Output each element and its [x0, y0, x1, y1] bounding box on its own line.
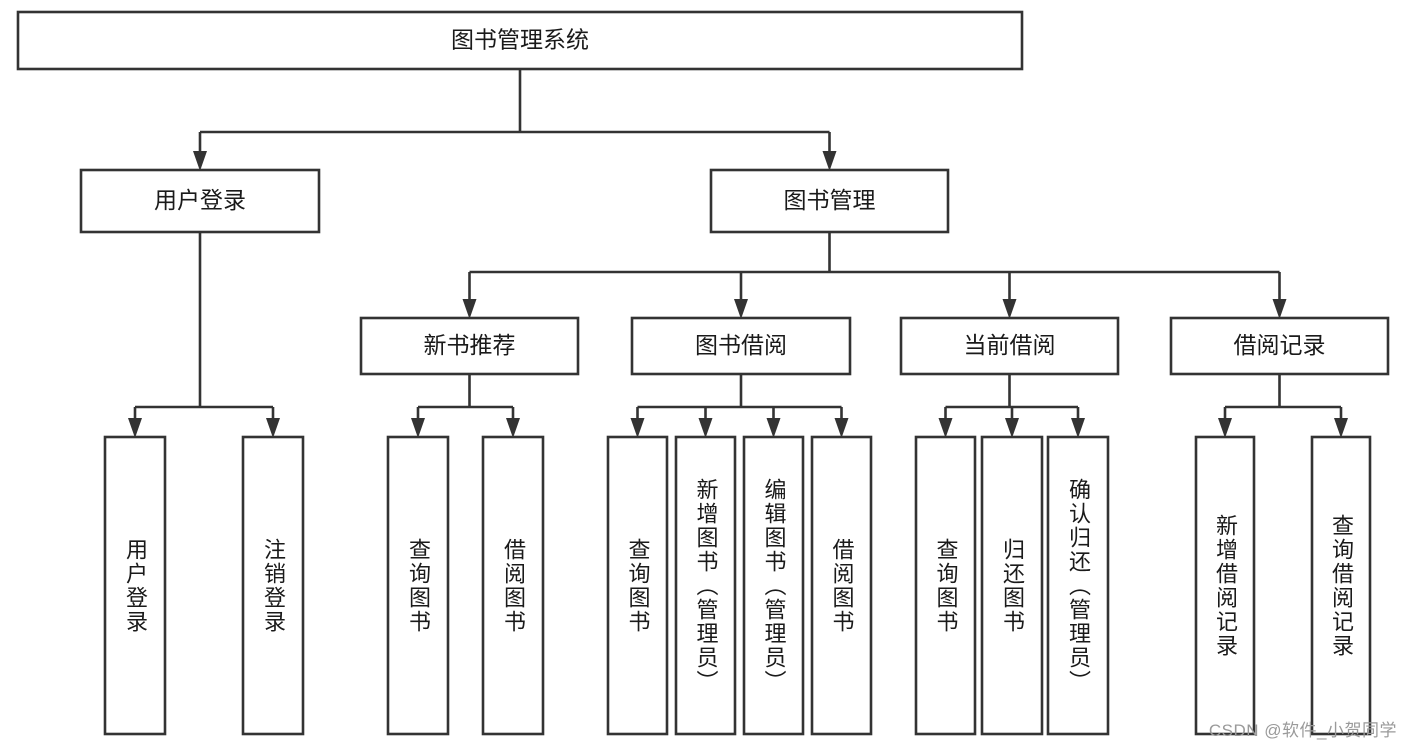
node-label-borrow-record: 借阅记录: [1234, 332, 1326, 358]
node-box-leaf-return-book[interactable]: [980, 435, 1044, 736]
arrow-head-icon: [1002, 299, 1017, 319]
node-box-leaf-edit-book-admin[interactable]: [742, 435, 805, 736]
node-box-leaf-query-borrow-record[interactable]: [1310, 435, 1372, 736]
node-box-book-borrow[interactable]: [630, 316, 852, 376]
arrow-head-icon: [128, 418, 142, 438]
arrow-head-icon: [506, 418, 520, 438]
arrow-head-icon: [193, 151, 207, 171]
arrow-head-icon: [1272, 299, 1287, 319]
arrow-head-icon: [1005, 418, 1019, 438]
arrow-head-icon: [698, 418, 713, 438]
node-box-leaf-borrow-book[interactable]: [810, 435, 873, 736]
arrow-head-icon: [1334, 418, 1348, 438]
arrow-head-icon: [734, 299, 748, 319]
arrow-head-icon: [1071, 418, 1085, 438]
node-label-user-login: 用户登录: [154, 187, 246, 213]
node-label-new-book-recommend: 新书推荐: [424, 332, 516, 358]
arrow-head-icon: [411, 418, 425, 438]
arrow-head-icon: [1218, 418, 1232, 438]
arrow-head-icon: [938, 418, 953, 438]
arrow-head-icon: [630, 418, 645, 438]
arrow-head-icon: [822, 151, 837, 171]
arrow-head-icon: [462, 299, 477, 319]
arrow-head-icon: [834, 418, 849, 438]
node-box-leaf-query-book-current[interactable]: [914, 435, 977, 736]
node-box-leaf-query-book-new[interactable]: [386, 435, 450, 736]
node-box-root[interactable]: [16, 10, 1024, 71]
node-box-leaf-borrow-book-new[interactable]: [481, 435, 545, 736]
arrow-head-icon: [266, 418, 280, 438]
node-box-leaf-confirm-return-admin[interactable]: [1046, 435, 1110, 736]
node-box-new-book-recommend[interactable]: [359, 316, 580, 376]
node-label-book-borrow: 图书借阅: [695, 332, 787, 358]
arrow-head-icon: [766, 418, 781, 438]
node-box-leaf-query-book-borrow[interactable]: [606, 435, 669, 736]
node-box-leaf-add-book-admin[interactable]: [674, 435, 737, 736]
node-box-book-management[interactable]: [709, 168, 950, 234]
node-box-borrow-record[interactable]: [1169, 316, 1390, 376]
connector-layer: [128, 69, 1348, 438]
node-box-leaf-logout[interactable]: [241, 435, 305, 736]
node-box-current-borrow[interactable]: [899, 316, 1120, 376]
watermark-text: CSDN @软件_小贺同学: [1208, 721, 1397, 740]
node-box-leaf-user-login[interactable]: [103, 435, 167, 736]
node-box-leaf-add-borrow-record[interactable]: [1194, 435, 1256, 736]
node-box-user-login[interactable]: [79, 168, 321, 234]
node-box-layer: [16, 10, 1390, 736]
node-label-book-management: 图书管理: [784, 187, 876, 213]
node-label-current-borrow: 当前借阅: [964, 332, 1056, 358]
node-label-root: 图书管理系统: [451, 27, 589, 53]
